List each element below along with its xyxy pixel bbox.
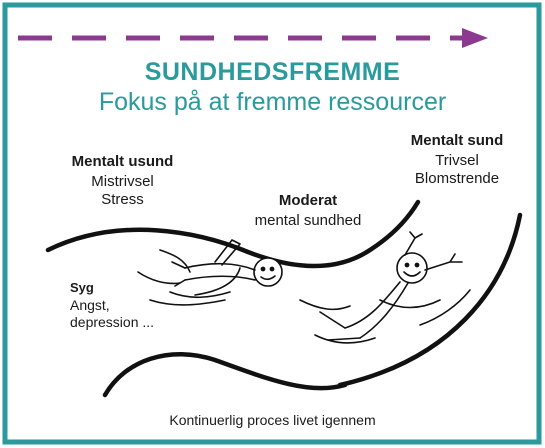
wave-line-lower (105, 354, 345, 395)
label-moderat: Moderat mental sundhed (228, 192, 388, 229)
mentalt-usund-heading: Mentalt usund (55, 153, 190, 170)
syg-line2: depression ... (70, 314, 154, 330)
label-syg: Syg Angst, depression ... (70, 280, 154, 330)
figure-left-icon (138, 240, 282, 305)
moderat-line1: mental sundhed (228, 212, 388, 229)
footer-caption: Kontinuerlig proces livet igennem (0, 412, 545, 428)
syg-heading: Syg (70, 280, 154, 295)
arrow-head-icon (462, 28, 488, 48)
moderat-heading: Moderat (228, 192, 388, 209)
diagram-title: SUNDHEDSFREMME (0, 58, 545, 87)
mentalt-sund-line1: Trivsel (392, 152, 522, 169)
wave-line-right (340, 215, 520, 385)
mentalt-sund-line2: Blomstrende (392, 170, 522, 187)
diagram-subtitle: Fokus på at fremme ressourcer (0, 88, 545, 117)
mentalt-sund-heading: Mentalt sund (392, 132, 522, 149)
mentalt-usund-line2: Stress (55, 191, 190, 208)
mentalt-usund-line1: Mistrivsel (55, 173, 190, 190)
label-mentalt-usund: Mentalt usund Mistrivsel Stress (55, 153, 190, 208)
syg-line1: Angst, (70, 297, 154, 313)
figure-right-icon (300, 232, 470, 343)
label-mentalt-sund: Mentalt sund Trivsel Blomstrende (392, 132, 522, 187)
